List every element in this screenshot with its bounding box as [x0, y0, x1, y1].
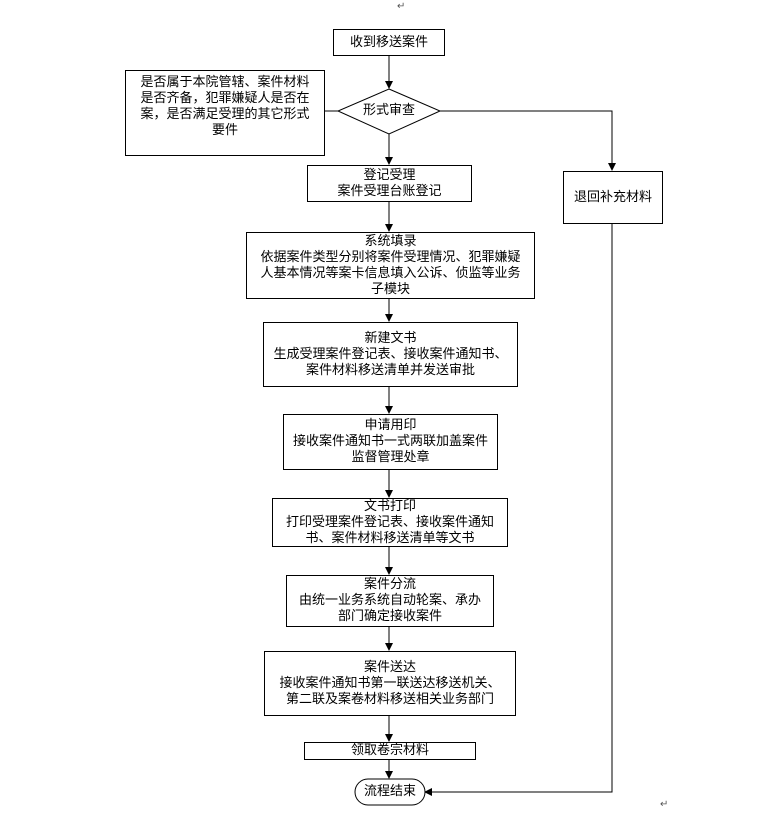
entry-desc: 子模块 [370, 281, 410, 297]
entry-title: 系统填录 [364, 233, 417, 249]
deliver-desc: 接收案件通知书第一联送达移送机关、 [279, 675, 501, 691]
register-desc: 案件受理台账登记 [337, 183, 442, 199]
review-diamond [336, 88, 442, 135]
entry-desc: 人基本情况等案卡信息填入公诉、侦监等业务 [260, 265, 521, 281]
divert-box: 案件分流 由统一业务系统自动轮案、承办 部门确定接收案件 [286, 575, 494, 627]
end-terminal-shape [354, 778, 426, 806]
review-note-line: 是否属于本院管辖、案件材料 [140, 75, 310, 90]
arrow-review-to-return [440, 110, 616, 171]
new-doc-title: 新建文书 [364, 330, 417, 346]
new-doc-desc: 案件材料移送清单并发送审批 [305, 362, 475, 378]
deliver-box: 案件送达 接收案件通知书第一联送达移送机关、 第二联及案卷材料移送相关业务部门 [264, 651, 516, 716]
review-note-line: 案，是否满足受理的其它形式 [140, 107, 310, 122]
return-mark-bottom: ↵ [660, 799, 669, 810]
collect-box: 领取卷宗材料 [304, 742, 476, 760]
print-title: 文书打印 [363, 498, 416, 514]
collect-label: 领取卷宗材料 [350, 743, 429, 758]
seal-title: 申请用印 [364, 418, 417, 433]
divert-desc: 由统一业务系统自动轮案、承办 [298, 593, 481, 608]
review-note: 是否属于本院管辖、案件材料 是否齐备，犯罪嫌疑人是否在 案，是否满足受理的其它形… [125, 70, 325, 156]
deliver-desc: 第二联及案卷材料移送相关业务部门 [285, 691, 494, 707]
print-desc: 打印受理案件登记表、接收案件通知 [285, 514, 494, 530]
register-title: 登记受理 [363, 167, 416, 183]
return-box: 退回补充材料 [563, 171, 663, 224]
print-box: 文书打印 打印受理案件登记表、接收案件通知 书、案件材料移送清单等文书 [272, 498, 508, 547]
end-label: 流程结束 [363, 784, 416, 799]
review-note-line: 是否齐备，犯罪嫌疑人是否在 [140, 91, 310, 106]
entry-box: 系统填录 依据案件类型分别将案件受理情况、犯罪嫌疑 人基本情况等案卡信息填入公诉… [246, 232, 535, 299]
review-note-line: 要件 [211, 123, 238, 138]
print-desc: 书、案件材料移送清单等文书 [305, 530, 475, 546]
review-label: 形式审查 [362, 103, 415, 118]
new-doc-box: 新建文书 生成受理案件登记表、接收案件通知书、 案件材料移送清单并发送审批 [263, 322, 518, 387]
start-box: 收到移送案件 [333, 29, 445, 56]
start-label: 收到移送案件 [349, 34, 428, 50]
divert-desc: 部门确定接收案件 [337, 609, 442, 624]
register-box: 登记受理 案件受理台账登记 [307, 165, 472, 202]
seal-desc: 接收案件通知书一式两联加盖案件 [292, 434, 488, 449]
arrow-return-to-end [424, 224, 613, 796]
return-mark-top: ↵ [397, 1, 406, 12]
new-doc-desc: 生成受理案件登记表、接收案件通知书、 [273, 346, 508, 362]
seal-desc: 监督管理处章 [351, 450, 430, 465]
return-label: 退回补充材料 [573, 189, 652, 205]
entry-desc: 依据案件类型分别将案件受理情况、犯罪嫌疑 [260, 249, 521, 265]
seal-box: 申请用印 接收案件通知书一式两联加盖案件 监督管理处章 [283, 414, 498, 470]
divert-title: 案件分流 [363, 577, 416, 592]
deliver-title: 案件送达 [363, 659, 416, 675]
